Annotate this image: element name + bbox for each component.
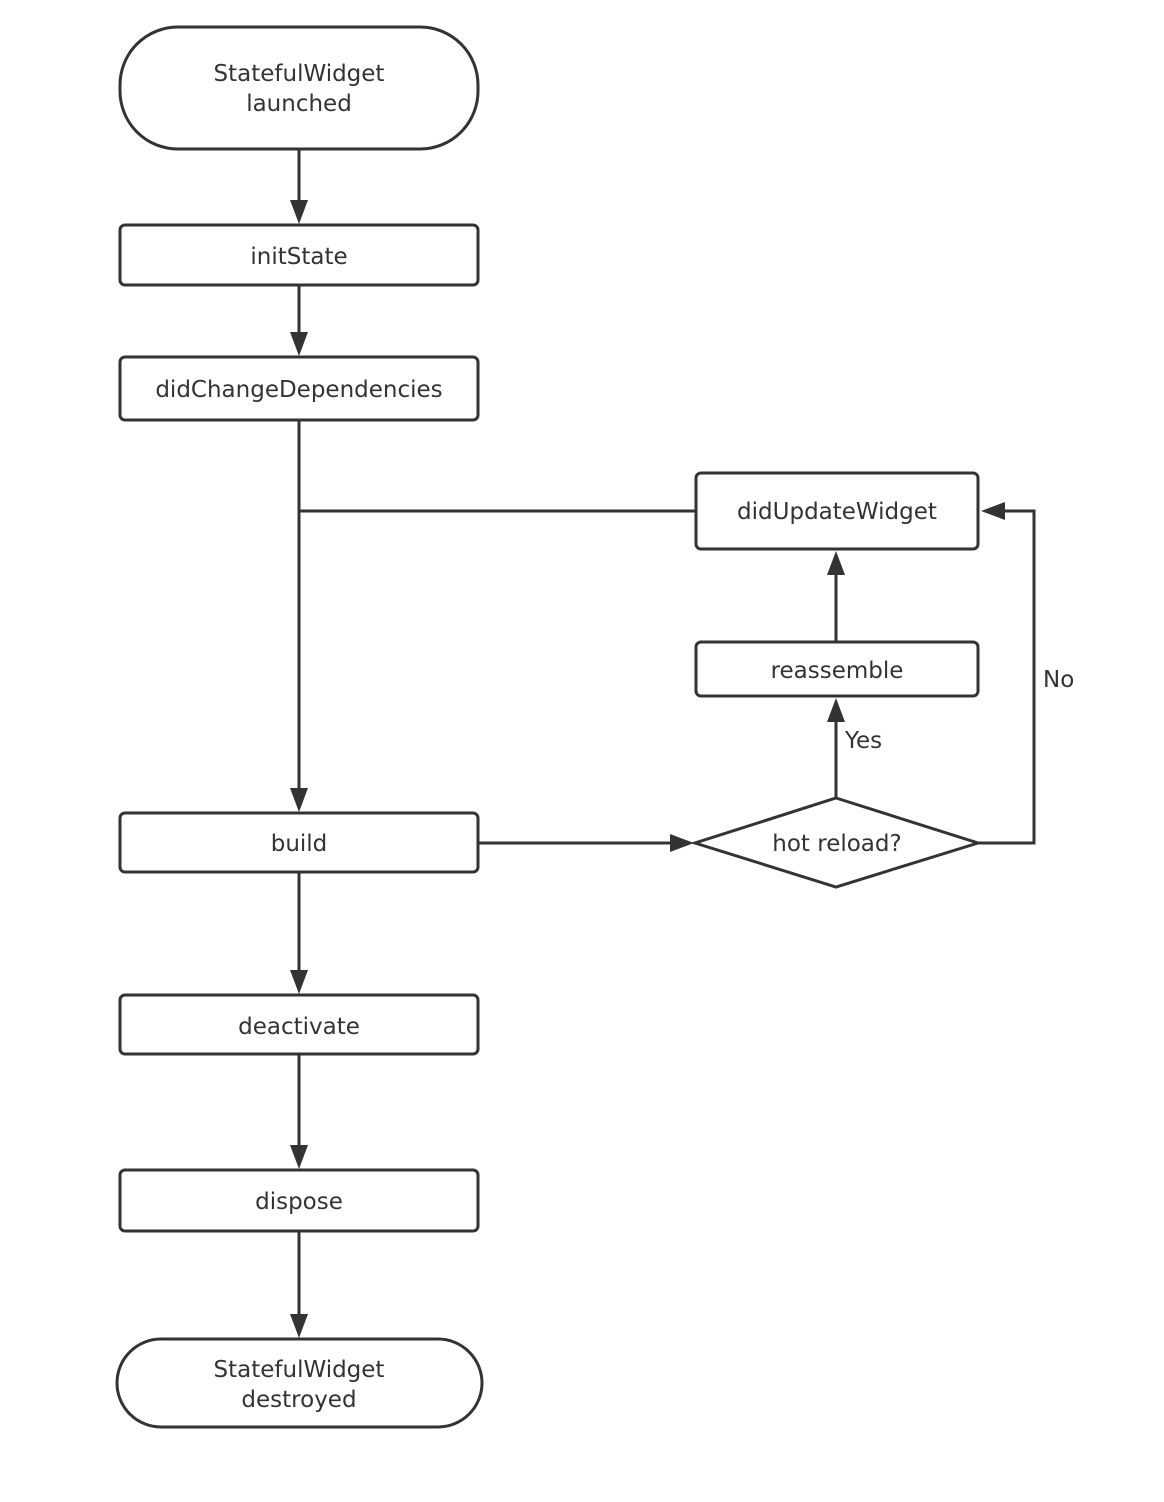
arrowhead-didupdatewidget-from-no [981, 502, 1005, 520]
node-didchangedependencies: didChangeDependencies [118, 355, 480, 422]
arrowhead-destroyed [290, 1314, 308, 1338]
node-didupdatewidget: didUpdateWidget [694, 471, 980, 551]
decision-shape [690, 796, 984, 889]
node-hotreload-decision: hot reload? [690, 796, 984, 889]
terminal-shape [118, 25, 480, 151]
node-label: initState [250, 244, 347, 270]
edge-label-no: No [1043, 667, 1074, 693]
arrowhead-didchangedependencies [290, 332, 308, 356]
process-shape [118, 811, 480, 874]
node-dispose: dispose [118, 1168, 480, 1233]
node-label-line1: StatefulWidget [214, 61, 385, 87]
node-label-line1: StatefulWidget [214, 1357, 385, 1383]
process-shape [118, 1168, 480, 1233]
arrowhead-build [290, 788, 308, 812]
node-statefulwidget-destroyed: StatefulWidget destroyed [115, 1337, 484, 1429]
arrowhead-reassemble [827, 698, 845, 722]
node-reassemble: reassemble [694, 640, 980, 698]
process-shape [118, 993, 480, 1056]
edge-hotreload-to-didupdatewidget [978, 509, 1036, 845]
arrowhead-didupdatewidget-from-reassemble [827, 551, 845, 575]
arrowhead-initstate [290, 200, 308, 224]
process-shape [694, 640, 980, 698]
arrowhead-hotreload [670, 834, 694, 852]
terminal-shape [115, 1337, 484, 1429]
node-label: dispose [255, 1189, 343, 1215]
node-label: didUpdateWidget [737, 499, 937, 525]
process-shape [118, 355, 480, 422]
process-shape [118, 223, 480, 287]
arrowhead-dispose [290, 1145, 308, 1169]
node-label: deactivate [238, 1014, 360, 1040]
node-label: reassemble [771, 658, 904, 684]
node-initstate: initState [118, 223, 480, 287]
edge-label-yes: Yes [844, 728, 882, 754]
node-label-line2: launched [246, 91, 352, 117]
node-label-line2: destroyed [241, 1387, 356, 1413]
node-deactivate: deactivate [118, 993, 480, 1056]
arrowhead-deactivate [290, 970, 308, 994]
node-label: hot reload? [772, 831, 901, 857]
edges [290, 150, 1036, 1338]
node-statefulwidget-launched: StatefulWidget launched [118, 25, 480, 151]
process-shape [694, 471, 980, 551]
node-build: build [118, 811, 480, 874]
node-label: didChangeDependencies [155, 377, 442, 403]
node-label: build [271, 831, 328, 857]
